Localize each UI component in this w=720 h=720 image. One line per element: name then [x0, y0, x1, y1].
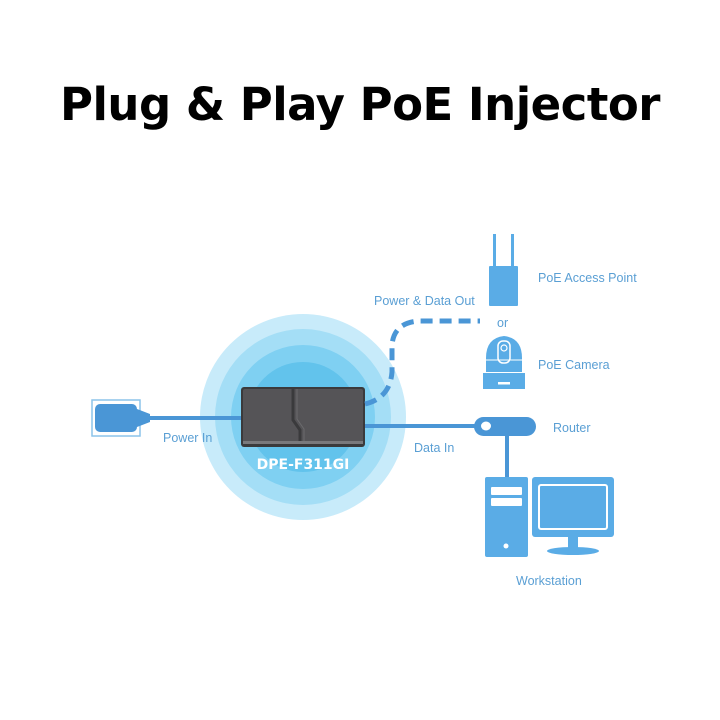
power-data-out-label: Power & Data Out — [374, 294, 475, 308]
device-model-label: DPE-F311GI — [257, 457, 350, 473]
power-adapter-icon — [91, 399, 150, 437]
poe-access-point-label: PoE Access Point — [538, 271, 637, 285]
data-in-label: Data In — [414, 441, 454, 455]
poe-camera-label: PoE Camera — [538, 358, 610, 372]
poe-injector-device — [241, 387, 365, 447]
router-icon — [474, 417, 536, 436]
workstation-label: Workstation — [516, 574, 582, 588]
power-in-label: Power In — [163, 431, 212, 445]
power-data-out-cable — [364, 318, 480, 407]
access-point-icon — [489, 234, 518, 306]
computer-tower-icon — [485, 477, 528, 557]
dome-camera-icon — [483, 336, 525, 389]
or-label: or — [497, 316, 508, 330]
page-title: Plug & Play PoE Injector — [60, 78, 660, 131]
monitor-icon — [532, 477, 614, 555]
router-label: Router — [553, 421, 591, 435]
